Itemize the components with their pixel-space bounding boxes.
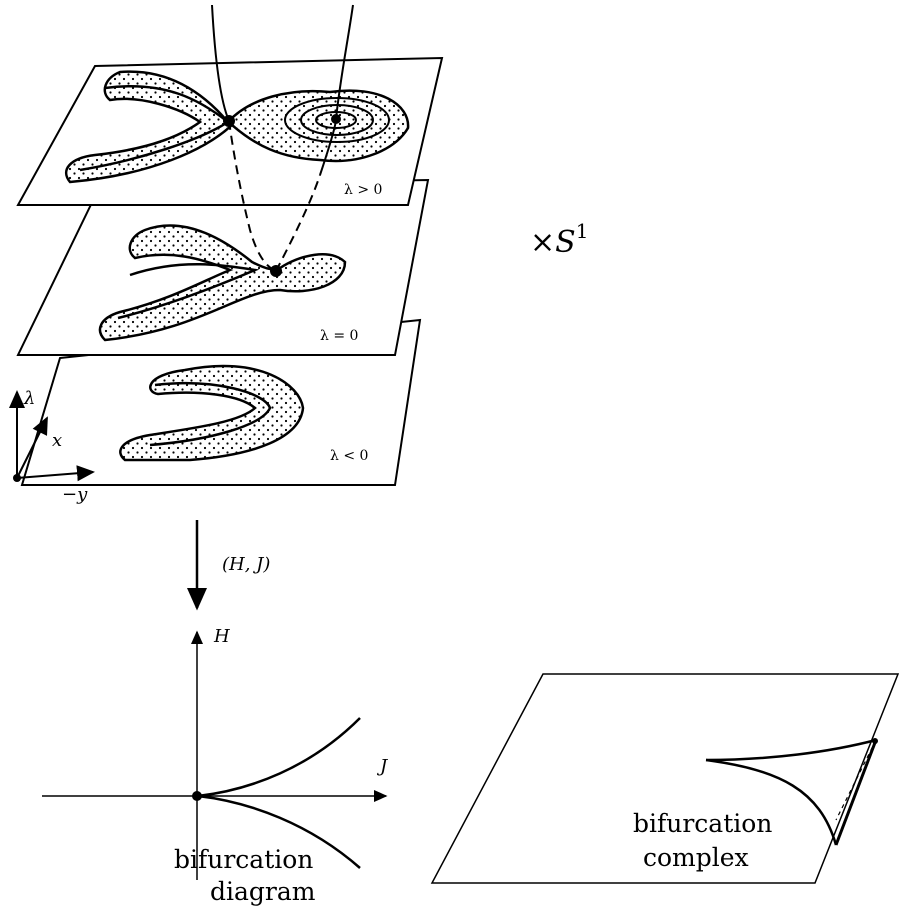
axis-j-label: J: [376, 756, 389, 777]
caption-diagram-line1: bifurcation: [174, 845, 313, 874]
u-band-bottom: [119, 364, 305, 462]
caption-complex-line1: bifurcation: [633, 809, 772, 838]
label-lambda-positive: λ > 0: [344, 182, 382, 198]
axis-lambda-label: λ: [23, 388, 35, 409]
label-lambda-zero: λ = 0: [320, 328, 358, 344]
label-lambda-negative: λ < 0: [330, 448, 368, 464]
plane-lambda-zero: λ = 0: [16, 178, 430, 356]
coordinate-axes: λ x −y: [8, 388, 95, 505]
origin-point: [192, 791, 202, 801]
svg-text:×S1: ×S1: [530, 219, 588, 260]
critical-curve: [211, 4, 354, 272]
caption-complex-line2: complex: [643, 843, 749, 872]
lower-branch: [197, 794, 361, 869]
plane-lambda-positive: λ > 0: [16, 56, 444, 206]
map-label: (H, J): [222, 554, 270, 575]
plane-lambda-negative: λ < 0: [20, 318, 422, 486]
product-s1: ×S1: [530, 219, 588, 260]
caption-diagram-line2: diagram: [210, 877, 316, 906]
bifurcation-complex: bifurcation complex: [430, 673, 900, 884]
axis-neg-y-label: −y: [62, 484, 88, 505]
upper-branch: [197, 717, 361, 798]
bifurcation-diagram: H J bifurcation diagram: [42, 626, 389, 906]
axis-x-label: x: [52, 430, 62, 451]
map-arrow: (H, J): [187, 520, 270, 611]
axis-h-label: H: [213, 626, 230, 647]
